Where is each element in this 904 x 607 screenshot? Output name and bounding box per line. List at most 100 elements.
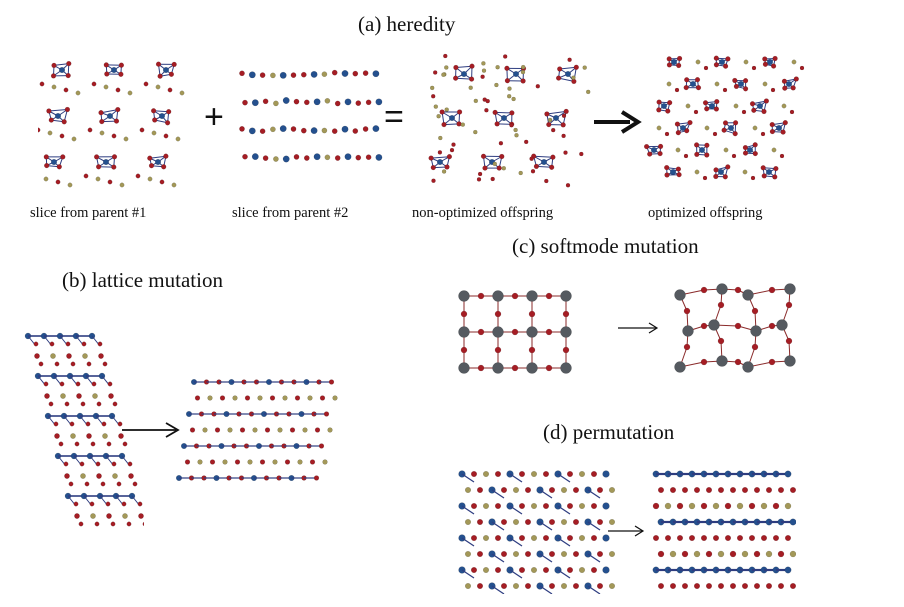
atom xyxy=(118,433,124,439)
oxygen-atom xyxy=(428,155,434,161)
atom xyxy=(313,475,320,481)
oxygen-atom xyxy=(122,441,128,447)
oxygen-atom xyxy=(121,501,127,507)
atom xyxy=(729,550,737,558)
bond xyxy=(539,553,553,563)
softmode-atom xyxy=(560,290,572,302)
atom xyxy=(34,353,40,359)
metal-atom xyxy=(436,158,444,166)
oxygen-atom xyxy=(674,87,680,93)
atom xyxy=(518,502,526,510)
oxygen-atom xyxy=(702,175,708,181)
softmode-atom xyxy=(492,290,504,302)
oxygen-atom xyxy=(770,63,777,69)
oxygen-atom xyxy=(562,346,570,354)
oxygen-atom xyxy=(676,172,682,178)
oxygen-atom xyxy=(112,401,118,407)
atom xyxy=(443,53,448,59)
oxygen-atom xyxy=(492,109,498,116)
oxygen-atom xyxy=(729,486,737,494)
atom xyxy=(772,502,780,510)
atom xyxy=(303,155,310,161)
atom xyxy=(334,155,341,161)
oxygen-atom xyxy=(731,153,737,159)
atom xyxy=(561,113,567,119)
bond xyxy=(509,473,523,483)
oxygen-atom xyxy=(705,486,713,494)
oxygen-atom xyxy=(168,71,175,77)
softmode-atom xyxy=(708,319,720,331)
atom xyxy=(429,85,435,91)
oxygen-atom xyxy=(772,534,780,542)
atom xyxy=(506,93,512,99)
oxygen-atom xyxy=(58,441,64,447)
atom xyxy=(290,126,297,132)
cation-atom xyxy=(151,130,157,136)
oxygen-atom xyxy=(703,65,709,71)
metal-atom xyxy=(727,124,735,132)
atom xyxy=(482,470,490,478)
oxygen-atom xyxy=(753,582,761,590)
cation-atom xyxy=(119,182,125,188)
oxygen-atom xyxy=(107,381,113,387)
atom xyxy=(289,427,296,433)
optimized-offspring-structure xyxy=(644,52,810,192)
metal-atom xyxy=(50,158,58,166)
oxygen-atom xyxy=(59,133,65,139)
oxygen-atom xyxy=(647,151,653,157)
oxygen-atom xyxy=(734,286,742,294)
atom xyxy=(578,470,586,478)
oxygen-atom xyxy=(760,534,768,542)
oxygen-atom xyxy=(107,179,113,185)
oxygen-atom xyxy=(694,151,700,158)
atom xyxy=(590,470,598,478)
bond xyxy=(509,505,523,515)
oxygen-atom xyxy=(557,66,563,72)
oxygen-atom xyxy=(115,87,121,93)
oxygen-atom xyxy=(789,486,796,494)
oxygen-atom xyxy=(725,164,731,170)
atom xyxy=(318,443,325,449)
atom xyxy=(542,470,550,478)
oxygen-atom xyxy=(111,154,118,160)
atom xyxy=(242,153,248,160)
caption-optimized-offspring: optimized offspring xyxy=(648,205,763,221)
oxygen-atom xyxy=(717,486,725,494)
atom xyxy=(270,72,276,79)
atom xyxy=(481,61,486,66)
atom xyxy=(352,70,359,77)
atom xyxy=(548,518,556,526)
oxygen-atom xyxy=(63,87,69,93)
atom xyxy=(431,178,436,183)
atom xyxy=(74,513,80,519)
oxygen-atom xyxy=(664,172,670,178)
oxygen-atom xyxy=(693,486,701,494)
oxygen-atom xyxy=(693,109,699,115)
oxygen-atom xyxy=(152,117,158,123)
oxygen-atom xyxy=(43,154,49,160)
atom xyxy=(512,486,520,494)
parent2-slice-structure xyxy=(236,60,386,172)
oxygen-atom xyxy=(48,117,54,123)
oxygen-atom xyxy=(444,164,450,170)
oxygen-atom xyxy=(765,486,773,494)
oxygen-atom xyxy=(734,322,742,330)
atom xyxy=(476,550,484,558)
bond xyxy=(461,537,475,547)
atom xyxy=(473,98,479,104)
metal-atom xyxy=(785,80,793,88)
oxygen-atom xyxy=(480,153,487,159)
atom xyxy=(300,127,307,134)
oxygen-atom xyxy=(770,87,776,93)
oxygen-atom xyxy=(64,401,70,407)
oxygen-atom xyxy=(504,65,510,71)
softmode-atom xyxy=(742,289,754,301)
oxygen-atom xyxy=(713,62,720,68)
caption-parent1: slice from parent #1 xyxy=(30,205,147,221)
oxygen-atom xyxy=(741,109,747,115)
oxygen-atom xyxy=(729,582,737,590)
oxygen-atom xyxy=(751,65,757,71)
oxygen-atom xyxy=(439,109,445,115)
atom xyxy=(567,57,572,63)
cation-atom xyxy=(675,147,681,153)
